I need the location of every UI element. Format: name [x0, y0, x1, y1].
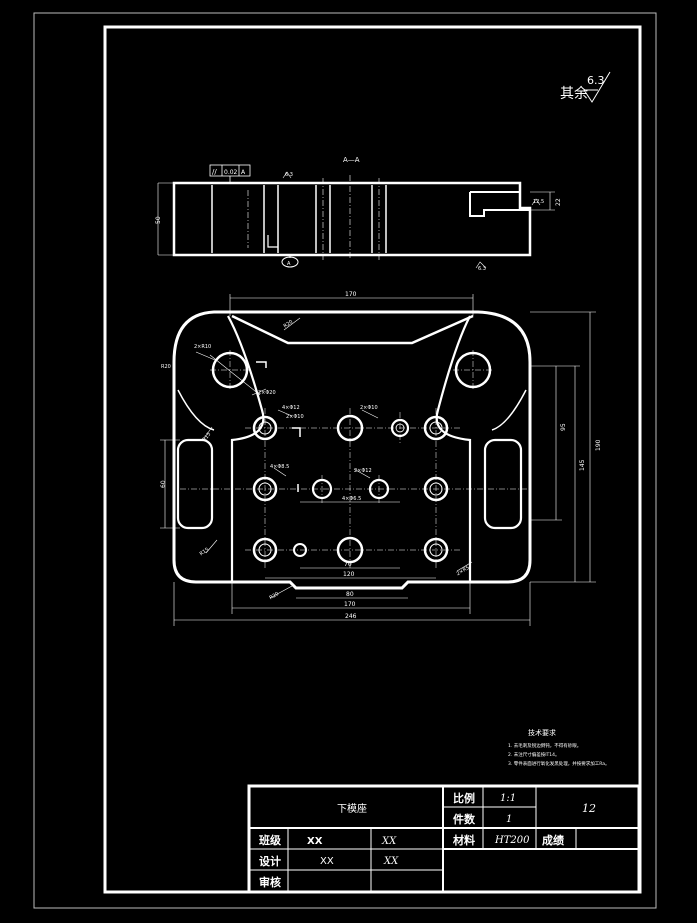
hole-note-4: 2×Φ12 — [354, 468, 372, 474]
edge-note-6: R20 — [269, 591, 281, 601]
class-value-2: XX — [381, 836, 397, 847]
part-name: 下模座 — [337, 802, 367, 815]
title-block — [247, 784, 641, 894]
edge-note-5: R15 — [199, 547, 211, 558]
hole-note-6: 2×Φ10 — [286, 414, 304, 420]
side-view — [157, 171, 555, 269]
hole-note-3: 2×Φ10 — [360, 405, 378, 411]
material-label: 材料 — [453, 833, 475, 847]
tech-req-title: 技术要求 — [528, 728, 556, 737]
svg-text:0.02: 0.02 — [224, 169, 238, 176]
dim-bottom-120: 120 — [343, 571, 355, 578]
section-marker: A—A — [343, 156, 360, 164]
datum-letter: A — [287, 261, 291, 267]
tolerance-frame: // 0.02 A — [209, 164, 251, 183]
dim-bottom-170: 170 — [344, 601, 356, 608]
side-ra-bottom: 6.3 — [478, 266, 486, 272]
svg-text:A: A — [241, 169, 246, 176]
plan-view — [160, 294, 596, 626]
dim-left-height: 60 — [160, 480, 167, 488]
dim-right-inner: 145 — [579, 459, 586, 471]
dim-right-small: 95 — [560, 423, 567, 431]
tech-req-item-2: 2. 未注尺寸偏差按IT14。 — [508, 751, 560, 758]
dim-bottom-246: 246 — [345, 613, 357, 620]
scale-value: 1:1 — [500, 793, 516, 804]
edge-note-4: R15 — [201, 432, 212, 443]
dim-bottom-80: 80 — [346, 591, 354, 598]
class-value: XX — [307, 836, 323, 847]
design-label: 设计 — [259, 854, 281, 868]
dim-center-small: 4×Φ6.5 — [342, 496, 361, 502]
hole-note-1: 2×Φ20 — [258, 390, 276, 396]
roughness-value: 6.3 — [587, 74, 605, 87]
edge-note-7: 2×R5 — [456, 565, 471, 577]
side-height-dim: 50 — [155, 216, 162, 224]
side-step-dim: 22 — [555, 198, 562, 206]
design-value: XX — [320, 856, 334, 867]
edge-note-1: 2×R10 — [194, 344, 211, 350]
roughness-prefix: 其余 — [560, 85, 588, 102]
grade-label: 成绩 — [542, 833, 564, 847]
side-step-ra: 12.5 — [533, 199, 544, 205]
svg-text://: // — [212, 168, 217, 176]
material-value: HT200 — [494, 835, 530, 846]
tech-requirements: 技术要求 1. 去毛刺及锐边倒钝，不得有砂眼。 2. 未注尺寸偏差按IT14。 … — [508, 728, 610, 767]
dim-right-outer: 190 — [595, 439, 602, 451]
design-value-2: XX — [383, 856, 399, 867]
drawing-no: 12 — [582, 802, 596, 815]
qty-label: 件数 — [453, 812, 476, 826]
scale-label: 比例 — [453, 791, 475, 805]
outer-border — [33, 12, 657, 909]
surface-roughness-symbol: 其余 6.3 — [560, 71, 611, 103]
hole-note-5: 4×Φ8.5 — [270, 464, 289, 470]
tech-req-item-3: 3. 零件表面进行氧化发黑处理，并按要求加工Ra。 — [508, 760, 610, 767]
edge-note-2: R20 — [283, 319, 295, 330]
review-label: 审核 — [259, 875, 281, 889]
class-label: 班级 — [259, 833, 282, 847]
hole-note-2: 4×Φ12 — [282, 405, 300, 411]
dim-top-width: 170 — [345, 291, 357, 298]
dim-bottom-70: 70 — [344, 561, 352, 568]
qty-value: 1 — [506, 814, 512, 825]
tech-req-item-1: 1. 去毛刺及锐边倒钝，不得有砂眼。 — [508, 742, 581, 749]
side-ra-top: 6.3 — [285, 172, 293, 178]
edge-note-3: R20 — [161, 364, 171, 370]
